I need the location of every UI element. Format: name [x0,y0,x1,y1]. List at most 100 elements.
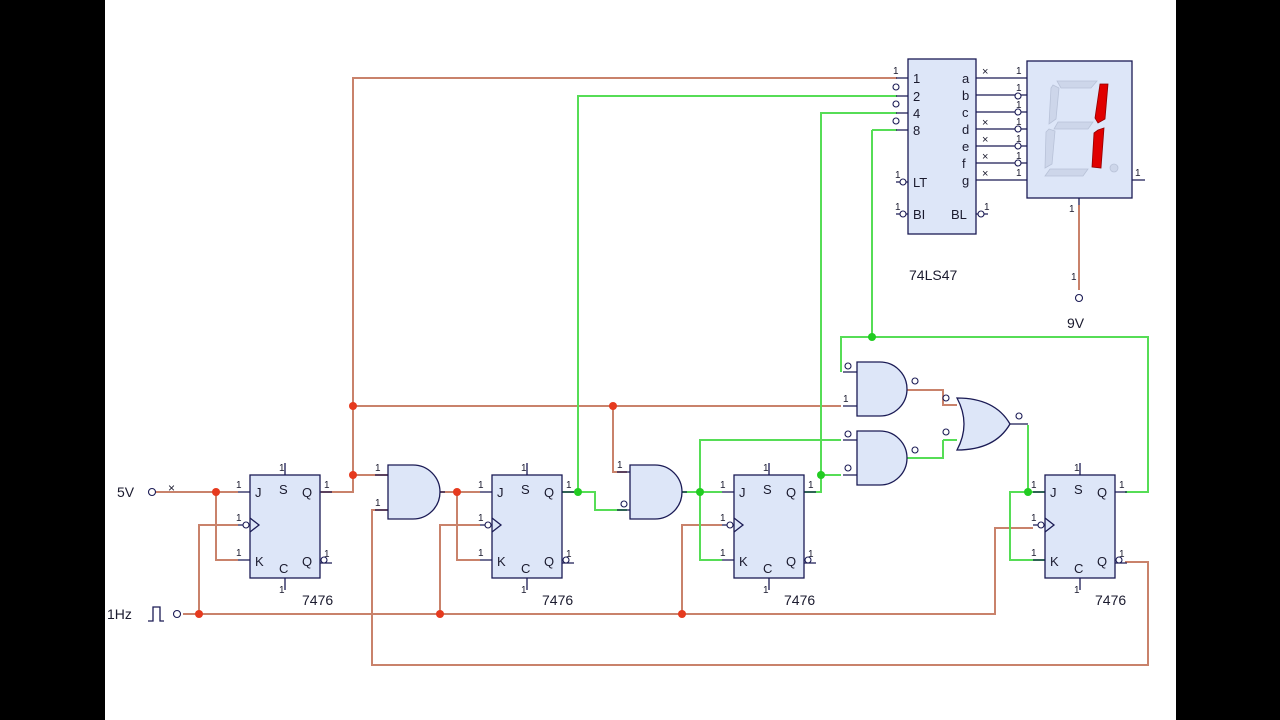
decoder-output-g: g [962,173,969,188]
or-gate-body[interactable] [955,397,1011,451]
svg-text:1: 1 [895,202,901,213]
or-gate[interactable] [942,394,1028,451]
svg-text:1: 1 [375,498,381,509]
svg-text:1: 1 [1074,585,1080,596]
svg-text:J: J [497,485,504,500]
source-9v[interactable]: 1 9V [1067,272,1085,331]
svg-text:1: 1 [478,513,484,524]
source-5v-terminal[interactable] [147,487,157,497]
svg-text:1: 1 [521,463,527,474]
wire-ff1-k [215,525,238,561]
svg-text:1: 1 [1031,513,1037,524]
svg-text:1: 1 [808,480,814,491]
and-gate-1[interactable]: 1 1 [375,463,445,520]
flipflop-4[interactable]: J K S C Q Q 7476 [1033,463,1127,608]
source-5v[interactable]: 5V × [117,481,175,500]
svg-text:1: 1 [763,463,769,474]
source-clock-terminal[interactable] [172,609,182,619]
svg-text:1: 1 [1031,548,1037,559]
junction-and2-out [696,488,704,496]
flipflop-body[interactable] [249,474,321,579]
wire-q4-feedback [840,336,1149,493]
svg-text:Q: Q [1097,485,1107,500]
source-clock[interactable]: 1Hz [107,606,182,622]
svg-text:1: 1 [521,585,527,596]
svg-text:K: K [497,554,506,569]
and-gate-body[interactable] [629,464,683,520]
and-gate-body[interactable] [856,361,908,417]
decimal-point [1109,163,1119,173]
junction-q3 [817,471,825,479]
svg-text:1: 1 [1016,134,1022,145]
circuit-diagram: 5V × 1Hz 1 9V J K S C Q Q 7476 J K S C [107,58,1149,666]
clock-edge-icon [491,517,503,533]
svg-text:C: C [521,561,530,576]
flipflop-2[interactable]: J K S C Q Q 7476 [480,463,574,608]
clock-pulse-icon [148,606,164,622]
segment-e [1044,128,1056,169]
junction-and1-out [453,488,461,496]
svg-text:1: 1 [720,513,726,524]
flipflop-part-label: 7476 [784,592,815,608]
flipflop-part-label: 7476 [542,592,573,608]
svg-text:K: K [1050,554,1059,569]
svg-text:Q: Q [544,554,554,569]
decoder-bl-label: BL [951,207,967,222]
and-gate-body[interactable] [856,430,908,486]
svg-text:S: S [763,482,772,497]
wire-ff2-clock-tap [439,524,480,614]
svg-text:1: 1 [279,463,285,474]
junctions [195,333,1032,618]
decoder-body[interactable] [907,58,977,235]
decoder-input-2: 2 [913,89,920,104]
decoder-output-c: c [962,105,969,120]
svg-text:1: 1 [1074,463,1080,474]
svg-text:1: 1 [1119,480,1125,491]
svg-text:1: 1 [1016,117,1022,128]
source-9v-label: 9V [1067,315,1085,331]
svg-text:1: 1 [895,170,901,181]
junction-q1-c [609,402,617,410]
junction-q1-a [349,402,357,410]
svg-text:1: 1 [1016,66,1022,77]
svg-text:1: 1 [720,480,726,491]
flipflop-part-label: 7476 [302,592,333,608]
svg-text:1: 1 [324,480,330,491]
segment-g [1053,121,1094,130]
svg-text:1: 1 [236,480,242,491]
junction-q4 [868,333,876,341]
svg-text:S: S [1074,482,1083,497]
svg-text:S: S [521,482,530,497]
svg-text:C: C [279,561,288,576]
seven-segment-display[interactable]: 1 1 [1026,60,1145,215]
svg-text:1: 1 [279,585,285,596]
segment-b [1094,83,1109,124]
flipflop-body[interactable] [1044,474,1116,579]
svg-text:1: 1 [375,463,381,474]
svg-text:1: 1 [617,460,623,471]
svg-text:1: 1 [763,585,769,596]
svg-text:×: × [982,117,988,129]
svg-text:Q: Q [302,485,312,500]
decoder-lt-label: LT [913,175,927,190]
wire-and2-to-and4 [699,439,841,492]
wire-ff1-clk [215,492,238,526]
svg-text:Q: Q [302,554,312,569]
and-gate-body[interactable] [387,464,441,520]
and-gate-2[interactable]: 1 [617,460,687,520]
flipflop-3[interactable]: J K S C Q Q 7476 [722,463,816,608]
and-gate-3[interactable]: 1 [843,361,919,417]
svg-text:1: 1 [1071,272,1077,283]
svg-text:1: 1 [324,549,330,560]
source-9v-terminal[interactable] [1074,293,1084,303]
decoder-74ls47[interactable]: 1 1 1 1 1 2 4 8 LT BI BL a b c d e f g 7… [892,58,990,283]
svg-text:J: J [255,485,262,500]
svg-text:1: 1 [236,548,242,559]
svg-text:1: 1 [566,549,572,560]
clock-edge-icon [1044,517,1056,533]
flipflop-1[interactable]: J K S C Q Q 7476 [238,463,333,608]
source-5v-label: 5V [117,484,135,500]
and-gate-4[interactable] [843,430,919,486]
junction-clk-2 [436,610,444,618]
wire-q2-to-and2 [578,491,627,511]
